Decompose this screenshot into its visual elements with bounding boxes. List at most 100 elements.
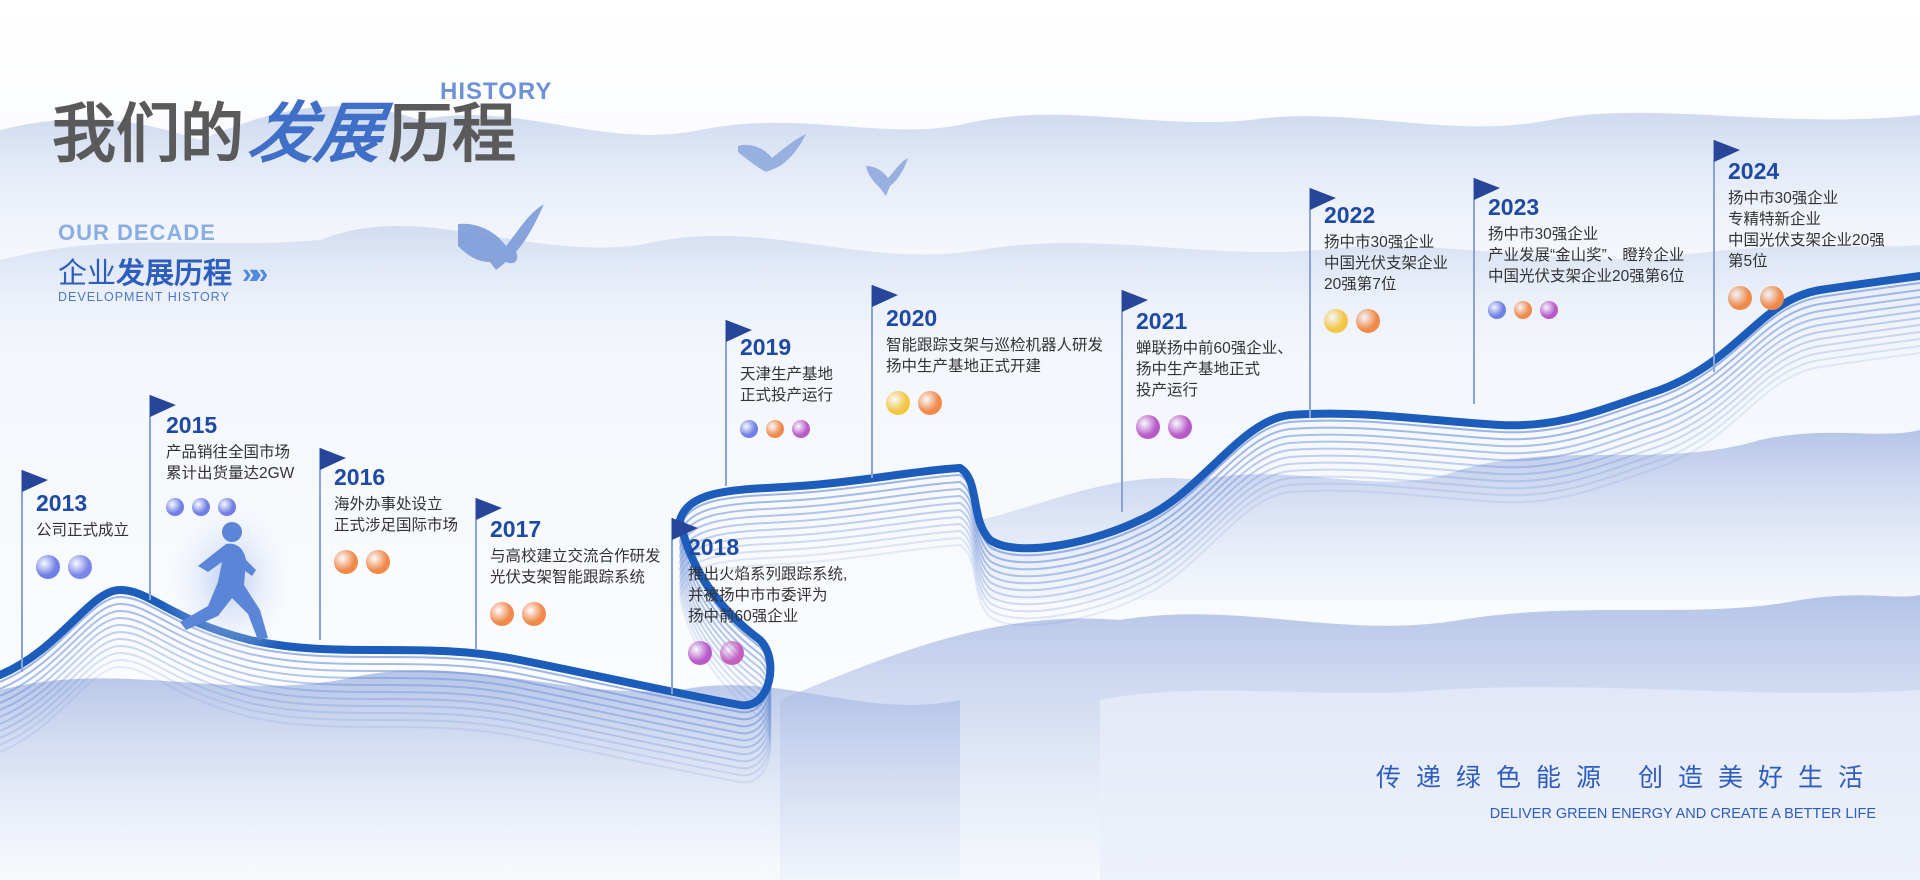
flag-icon	[149, 395, 176, 600]
milestone-description: 扬中市30强企业产业发展“金山奖”、瞪羚企业中国光伏支架企业20强第6位	[1488, 224, 1684, 287]
color-dot-icon	[36, 555, 60, 579]
milestone-year: 2018	[688, 534, 740, 560]
slogan-english: DELIVER GREEN ENERGY AND CREATE A BETTER…	[1489, 806, 1876, 822]
flag-icon	[21, 470, 48, 672]
flag-icon	[671, 518, 698, 694]
milestone-line: 推出火焰系列跟踪系统,	[688, 566, 848, 583]
flag-icon	[1713, 140, 1740, 372]
milestone-year: 2013	[36, 490, 88, 516]
road-stripe	[0, 282, 1920, 714]
milestone-year: 2020	[886, 305, 938, 331]
milestone-line: 扬中生产基地正式	[1136, 361, 1261, 378]
milestone-year: 2021	[1136, 308, 1188, 334]
color-dot-icon	[1728, 286, 1752, 310]
road-stripe	[0, 338, 1920, 770]
milestone-description: 产品销往全国市场累计出货量达2GW	[166, 442, 294, 484]
milestone-year: 2019	[740, 334, 792, 360]
road-stripe	[0, 289, 1920, 721]
color-dot-icon	[490, 602, 514, 626]
milestone-line: 与高校建立交流合作研发	[490, 548, 661, 565]
road-stripe	[0, 317, 1920, 749]
color-dot-icon	[720, 641, 744, 665]
color-dot-icon	[1324, 309, 1348, 333]
milestone-description: 蝉联扬中前60强企业、扬中生产基地正式投产运行	[1136, 338, 1293, 401]
milestone-line: 正式涉足国际市场	[334, 517, 459, 534]
bird-small	[866, 158, 908, 196]
history-label: HISTORY	[440, 78, 553, 105]
road-stripe	[0, 345, 1920, 777]
milestone-description: 天津生产基地正式投产运行	[740, 364, 833, 406]
milestone-year: 2022	[1324, 202, 1376, 228]
milestone-line: 中国光伏支架企业	[1324, 255, 1449, 272]
road-stripe	[0, 310, 1920, 742]
color-dot-icon	[166, 498, 184, 516]
bird-large	[458, 204, 544, 270]
milestone-line: 公司正式成立	[36, 522, 130, 539]
color-dot-icon	[886, 391, 910, 415]
milestone-description: 扬中市30强企业中国光伏支架企业 20强第7位	[1324, 232, 1448, 295]
page-title: 我们的 发展 历程	[52, 96, 516, 170]
color-dot-icon	[218, 498, 236, 516]
milestone-line: 产业发展“金山奖”、瞪羚企业	[1488, 247, 1685, 264]
development-history-subtitle: DEVELOPMENT HISTORY	[58, 290, 230, 304]
mountain-right	[980, 430, 1920, 600]
dev-heading-bold: 发展历程	[116, 258, 233, 290]
milestone-year: 2017	[490, 516, 542, 542]
milestone-line: 扬中市30强企业	[1728, 190, 1839, 207]
milestone-description: 推出火焰系列跟踪系统, 并被扬中市市委评为扬中前60强企业	[688, 564, 847, 627]
milestone-line: 并被扬中市市委评为	[688, 587, 828, 604]
road-stripe	[0, 331, 1920, 763]
milestone-line: 扬中生产基地正式开建	[886, 358, 1042, 375]
color-dot-icon	[192, 498, 210, 516]
milestone-line: 中国光伏支架企业20强第6位	[1488, 268, 1685, 285]
milestone-line: 正式投产运行	[740, 387, 834, 404]
color-dot-icon	[1488, 301, 1506, 319]
milestone-line: 投产运行	[1136, 382, 1199, 399]
slogan-chinese: 传递绿色能源 创造美好生活	[1376, 764, 1878, 792]
runner-figure	[180, 522, 268, 640]
milestone-line: 天津生产基地	[740, 366, 834, 383]
color-dot-icon	[1356, 309, 1380, 333]
flag-icon	[475, 498, 502, 650]
milestone-line: 蝉联扬中前60强企业、	[1136, 340, 1293, 357]
flag-icon	[319, 448, 346, 640]
chevron-right-icon: »»	[242, 258, 268, 290]
color-dot-icon	[366, 550, 390, 574]
color-dot-icon	[792, 420, 810, 438]
color-dot-icon	[1136, 415, 1160, 439]
milestone-line: 20强第7位	[1324, 276, 1397, 293]
milestone-description: 扬中市30强企业专精特新企业中国光伏支架企业20强第5位	[1728, 188, 1885, 272]
color-dot-icon	[1540, 301, 1558, 319]
milestone-line: 扬中市30强企业	[1324, 234, 1435, 251]
flag-icon	[1121, 290, 1148, 512]
mountain-mid	[0, 226, 1920, 420]
color-dot-icon	[918, 391, 942, 415]
milestone-line: 扬中市30强企业	[1488, 226, 1599, 243]
color-dot-icon	[68, 555, 92, 579]
our-decade-label: OUR DECADE	[58, 220, 216, 245]
milestone-year: 2015	[166, 412, 218, 438]
milestone-line: 中国光伏支架企业20强	[1728, 232, 1885, 249]
timeline-road	[0, 272, 1920, 784]
road-stripe	[0, 324, 1920, 756]
milestone-line: 智能跟踪支架与巡检机器人研发	[886, 337, 1104, 354]
milestone-year: 2016	[334, 464, 386, 490]
flag-icon	[1309, 188, 1336, 418]
dev-heading-light: 企业	[58, 258, 117, 290]
milestone-line: 扬中前60强企业	[688, 608, 799, 625]
title-accent: 发展	[244, 96, 388, 170]
flag-icon	[871, 285, 898, 478]
title-part-1: 我们的	[52, 98, 244, 170]
color-dot-icon	[688, 641, 712, 665]
flag-icon	[725, 320, 752, 486]
title-part-2: 历程	[388, 98, 516, 170]
milestone-line: 产品销往全国市场	[166, 444, 291, 461]
milestone-line: 专精特新企业	[1728, 211, 1822, 228]
milestone-line: 第5位	[1728, 253, 1768, 270]
road-stripe	[0, 303, 1920, 735]
flag-icon	[1473, 178, 1500, 404]
road-stripe	[0, 352, 1920, 784]
color-dot-icon	[1760, 286, 1784, 310]
milestone-line: 海外办事处设立	[334, 496, 443, 513]
color-dot-icon	[334, 550, 358, 574]
